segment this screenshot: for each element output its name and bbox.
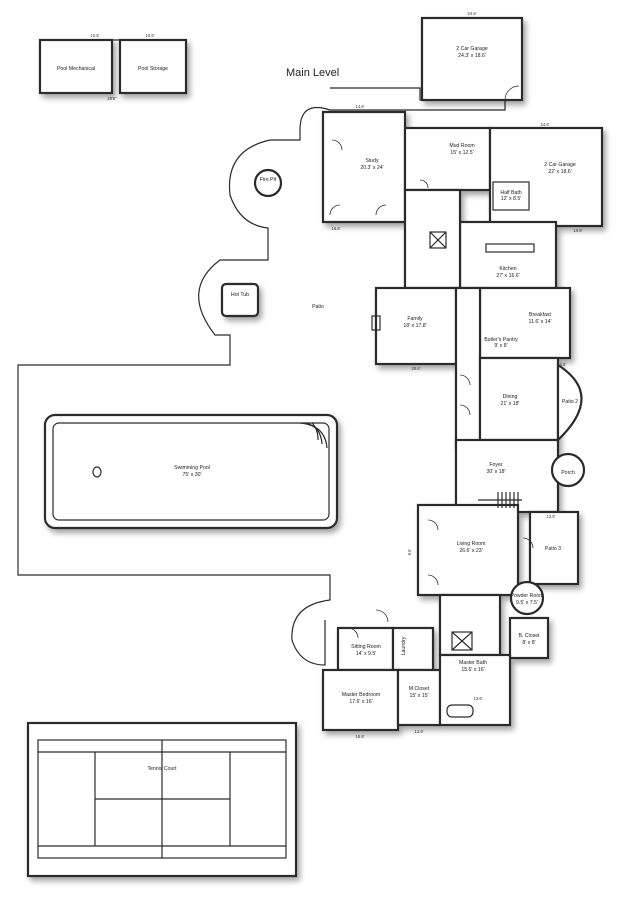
dim-mcloset-bottom: 13.6': [415, 729, 424, 734]
room-size-mud-room: 15' x 12.5': [450, 150, 473, 156]
level-title: Main Level: [286, 67, 339, 79]
room-size-family: 18' x 17.8': [403, 323, 426, 329]
room-label-butlers-pantry: Butler's Pantry: [484, 337, 518, 343]
room-size-master-bedroom: 17.6' x 16': [349, 699, 372, 705]
dim-study-top: 14.6': [356, 104, 365, 109]
foyer-room: [454, 438, 560, 514]
room-label-patio: Patio: [312, 304, 324, 310]
room-label-breakfast: Breakfast: [529, 312, 551, 318]
room-label-fire-pit: Fire Pit: [260, 177, 277, 183]
room-label-tennis-court: Tennis Court: [147, 766, 177, 772]
dim-pool-mech-top: 10.6': [91, 33, 100, 38]
swimming-pool: [43, 413, 339, 530]
room-size-breakfast: 11.6' x 14': [529, 319, 552, 325]
hot-tub: [220, 282, 260, 318]
room-size-master-bath: 15.6' x 16': [461, 667, 484, 673]
dim-pool-store-top: 10.6': [146, 33, 155, 38]
garage-top: [420, 16, 524, 102]
dim-bed-bottom: 16.6': [356, 734, 365, 739]
room-label-hot-tub: Hot Tub: [231, 292, 249, 298]
room-label-mud-room: Mud Room: [449, 143, 474, 149]
room-label-half-bath: Half Bath: [500, 190, 521, 196]
b-closet-room: [508, 616, 550, 660]
dim-mbath-bottom: 13.6': [474, 696, 483, 701]
room-size-dining: 21' x 18': [501, 401, 520, 407]
main-stairs: [478, 492, 522, 508]
porch: [550, 452, 586, 488]
stair-hall: [438, 593, 502, 657]
pool-mechanical-room: [38, 38, 114, 95]
room-size-half-bath: 12' x 8.5': [501, 196, 521, 202]
room-label-study: Study: [365, 158, 379, 164]
patio-outline: [17, 87, 506, 666]
room-label-powder-room: Powder Room: [511, 593, 544, 599]
dim-family-bottom: 20.6': [412, 366, 421, 371]
room-label-pool-storage: Pool Storage: [138, 66, 168, 72]
dim-garage-top: 24.6': [468, 11, 477, 16]
dim-pool-bottom: 20'6": [107, 96, 117, 101]
room-size-powder-room: 9.5' x 7.5': [516, 600, 538, 606]
gallery-hall: [454, 286, 482, 450]
master-bath-room: [438, 653, 512, 727]
kitchen-island: [485, 243, 535, 253]
dim-garage2-top: 24.6': [541, 122, 550, 127]
room-size-b-closet: 8' x 8': [522, 640, 535, 646]
room-label-living-room: Living Room: [457, 541, 486, 547]
sitting-room: [336, 626, 395, 672]
room-label-kitchen: Kitchen: [499, 266, 516, 272]
pool-drain: [92, 466, 102, 478]
room-label-master-bath: Master Bath: [459, 660, 487, 666]
room-label-swimming-pool: Swimming Pool: [174, 465, 210, 471]
dim-foyer-side: 13.6': [547, 514, 556, 519]
dim-living-side: 9.6': [407, 548, 412, 555]
family-room: [374, 286, 458, 366]
bathtub: [446, 704, 474, 718]
fire-pit: [253, 168, 283, 198]
room-label-patio-3: Patio 3: [545, 546, 561, 552]
service-hall: [403, 188, 462, 290]
room-label-sitting-room: Sitting Room: [351, 644, 381, 650]
dim-garage2-bottom: 10.6': [574, 228, 583, 233]
powder-room-round: [509, 580, 545, 616]
dim-study-bottom: 16.6': [332, 226, 341, 231]
room-size-swimming-pool: 75' x 30': [183, 472, 202, 478]
kitchen-room: [458, 220, 558, 290]
room-label-master-bedroom: Master Bedroom: [342, 692, 380, 698]
room-size-study: 20.3' x 24': [360, 165, 383, 171]
room-size-living-room: 26.6' x 23': [459, 548, 482, 554]
dining-room: [478, 356, 560, 442]
room-size-sitting-room: 14' x 9.5': [356, 651, 376, 657]
pool-storage-room: [118, 38, 188, 95]
patio-3: [528, 510, 580, 586]
room-size-m-closet: 15' x 15': [410, 693, 429, 699]
patio-2: [556, 362, 583, 443]
room-label-family: Family: [407, 316, 423, 322]
dim-kitchen-side: 11.6': [558, 362, 567, 367]
room-size-butlers-pantry: 9' x 8': [494, 343, 507, 349]
room-label-garage-right: 2 Car Garage: [544, 162, 576, 168]
room-label-m-closet: M.Closet: [409, 686, 430, 692]
room-size-garage-top: 24.3' x 18.6': [458, 53, 486, 59]
room-label-laundry: Laundry: [401, 636, 407, 655]
mud-room: [403, 126, 492, 192]
room-label-b-closet: B. Closet: [518, 633, 540, 639]
room-label-foyer: Foyer: [489, 462, 503, 468]
room-size-garage-right: 22' x 18.6': [548, 169, 571, 175]
pool-buildings: [38, 38, 188, 95]
room-label-dining: Dining: [503, 394, 518, 400]
half-bath-room: [492, 181, 530, 211]
garage-right: [488, 126, 604, 228]
laundry-room: [391, 626, 435, 672]
room-size-kitchen: 27' x 16.6': [496, 273, 519, 279]
fireplace: [371, 315, 381, 331]
room-label-pool-mechanical: Pool Mechanical: [57, 66, 95, 72]
room-label-garage-top: 2 Car Garage: [456, 46, 488, 52]
main-house: [321, 110, 604, 732]
room-size-foyer: 30' x 18': [487, 469, 506, 475]
room-label-patio-2: Patio 2: [562, 399, 578, 405]
living-room: [416, 503, 520, 597]
room-label-porch: Porch: [561, 470, 575, 476]
